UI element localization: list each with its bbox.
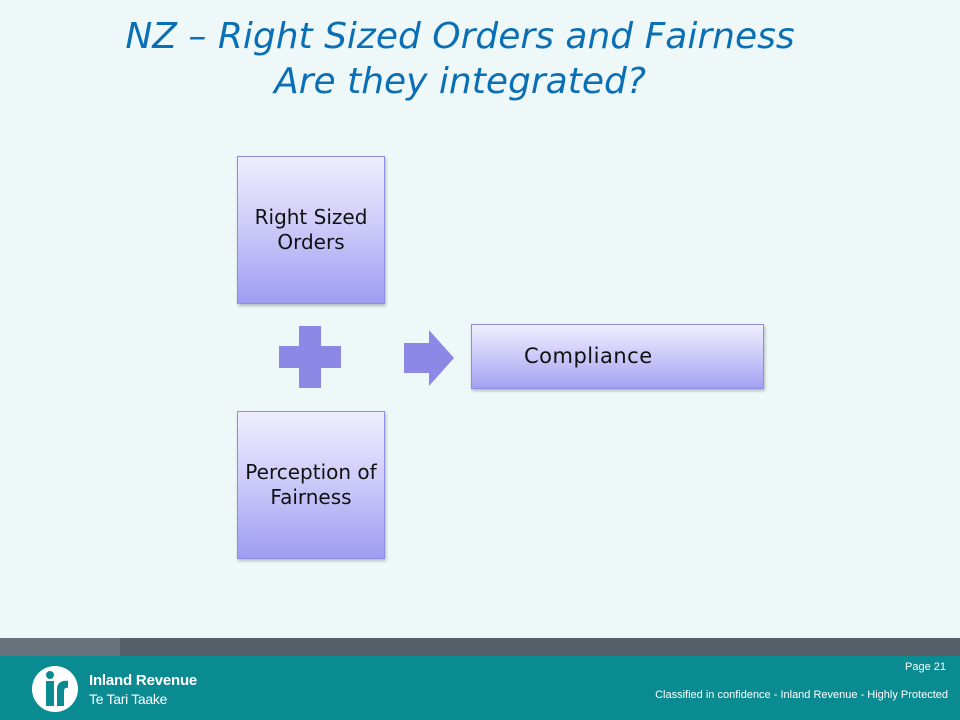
- compliance-box: Compliance: [471, 324, 764, 389]
- footer-bar: [0, 656, 960, 720]
- org-name: Inland Revenue: [89, 672, 198, 689]
- right-sized-orders-box: Right Sized Orders: [237, 156, 385, 304]
- org-logo-text: Inland Revenue Te Tari Taake: [89, 672, 197, 708]
- classification-notice: Classified in confidence - Inland Revenu…: [655, 689, 948, 701]
- inland-revenue-logo-icon: [32, 666, 78, 712]
- slide-title-line2: Are they integrated?: [274, 61, 646, 102]
- compliance-label: Compliance: [524, 344, 653, 368]
- footer-divider-accent: [0, 638, 120, 656]
- plus-icon: [279, 326, 341, 388]
- right-sized-orders-label: Right Sized Orders: [254, 205, 368, 254]
- perception-of-fairness-box: Perception of Fairness: [237, 411, 385, 559]
- slide-title: NZ – Right Sized Orders and Fairness Are…: [0, 14, 920, 104]
- arrow-right-icon: [404, 330, 454, 386]
- org-name-maori: Te Tari Taake: [89, 691, 168, 707]
- page-number: Page 21: [905, 661, 946, 673]
- footer-divider-band: [0, 638, 960, 656]
- perception-of-fairness-label: Perception of Fairness: [245, 460, 377, 509]
- slide-title-line1: NZ – Right Sized Orders and Fairness: [125, 16, 795, 57]
